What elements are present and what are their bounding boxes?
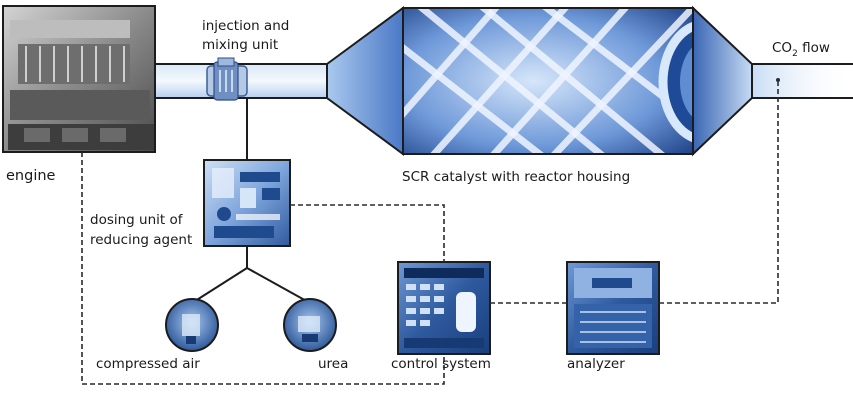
urea-tank-icon [283, 298, 337, 352]
scr-catalyst-label: SCR catalyst with reactor housing [402, 169, 630, 185]
dosing-unit-photo [203, 159, 291, 247]
outlet-cone [692, 5, 753, 157]
inlet-cone [326, 6, 404, 156]
urea-label: urea [318, 356, 348, 372]
co2-flow-suffix: flow [798, 40, 830, 56]
analyzer-label: analyzer [567, 356, 625, 372]
compressed-air-tank-icon [165, 298, 219, 352]
injection-mixing-label-line1: injection and [202, 18, 289, 34]
engine-photo [2, 5, 156, 153]
co2-sensor-point [776, 78, 780, 82]
exhaust-pipe-outlet [752, 64, 853, 98]
injection-mixer-icon [206, 57, 248, 101]
dosing-unit-label-line1: dosing unit of [90, 212, 184, 228]
analyzer-cabinet-photo [566, 261, 660, 355]
co2-flow-label: CO2 flow [772, 40, 830, 59]
signal-lines [81, 82, 779, 385]
co2-flow-subscript: 2 [792, 49, 798, 59]
compressed-air-label: compressed air [96, 356, 200, 372]
control-system-label: control system [391, 356, 491, 372]
injection-mixing-label-line2: mixing unit [202, 37, 278, 53]
dosing-unit-label-line2: reducing agent [90, 232, 192, 248]
control-panel-photo [397, 261, 491, 355]
catalyst-honeycomb [403, 8, 693, 154]
co2-flow-prefix: CO [772, 40, 792, 56]
engine-label: engine [6, 168, 56, 184]
